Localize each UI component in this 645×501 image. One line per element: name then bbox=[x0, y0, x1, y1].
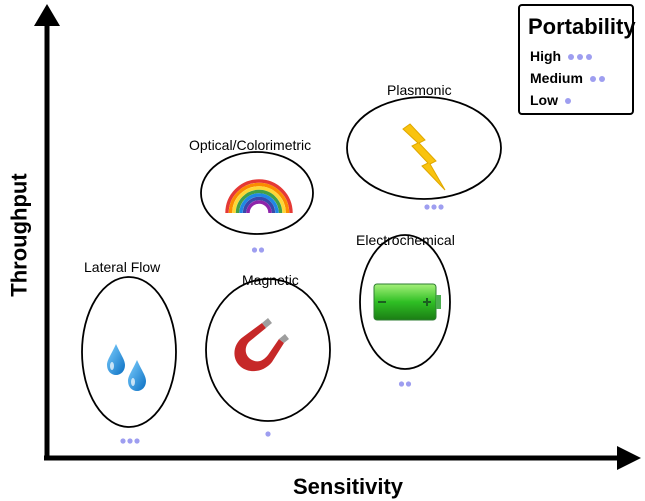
legend-dots bbox=[565, 48, 592, 64]
lateral-flow-portability-dot bbox=[127, 438, 133, 444]
portability-dot bbox=[577, 54, 583, 61]
electrochemical-portability-dot bbox=[405, 381, 412, 387]
legend-item-label: Medium bbox=[530, 70, 583, 86]
portability-dot bbox=[568, 54, 574, 61]
x-axis-arrowhead bbox=[617, 446, 641, 470]
y-axis-label: Throughput bbox=[6, 173, 32, 297]
plasmonic-label: Plasmonic bbox=[387, 82, 452, 98]
plasmonic-portability-dot bbox=[438, 204, 444, 210]
legend-title: Portability bbox=[528, 14, 636, 39]
legend-item-label: Low bbox=[530, 92, 558, 108]
optical-portability-dot bbox=[258, 247, 265, 253]
optical-ellipse bbox=[200, 151, 314, 235]
water-drops-icon bbox=[107, 344, 146, 391]
portability-dot bbox=[589, 76, 596, 83]
magnetic-ellipse bbox=[205, 278, 331, 422]
legend-dots bbox=[562, 92, 571, 108]
legend-dots bbox=[587, 70, 605, 86]
legend-item-low: Low bbox=[530, 92, 571, 108]
optical-portability-dot bbox=[251, 247, 258, 253]
lateral-flow-portability-dot bbox=[134, 438, 140, 444]
electrochemical-portability-dot bbox=[398, 381, 405, 387]
legend-item-label: High bbox=[530, 48, 562, 64]
x-axis-label: Sensitivity bbox=[293, 474, 404, 499]
rainbow-icon bbox=[225, 179, 293, 214]
magnetic-portability-dot bbox=[265, 431, 271, 437]
magnet-icon bbox=[234, 318, 289, 372]
legend: Portability High Medium Low bbox=[518, 4, 636, 115]
portability-dot bbox=[586, 54, 592, 61]
optical-label: Optical/Colorimetric bbox=[189, 137, 312, 153]
legend-item-medium: Medium bbox=[530, 70, 605, 86]
electrochemical-label: Electrochemical bbox=[356, 232, 455, 248]
magnetic-label: Magnetic bbox=[242, 272, 299, 288]
y-axis-arrowhead bbox=[34, 4, 60, 26]
lateral-flow-portability-dot bbox=[120, 438, 126, 444]
portability-dots bbox=[120, 204, 444, 444]
electrochemical-ellipse bbox=[359, 234, 451, 370]
plasmonic-portability-dot bbox=[431, 204, 437, 210]
lateral-flow-ellipse bbox=[81, 276, 177, 428]
portability-dot bbox=[598, 76, 605, 83]
plasmonic-ellipse bbox=[346, 96, 502, 200]
battery-icon bbox=[373, 283, 441, 321]
portability-dot bbox=[564, 98, 571, 105]
legend-item-high: High bbox=[530, 48, 592, 64]
lightning-icon bbox=[402, 123, 446, 191]
lateral-flow-label: Lateral Flow bbox=[84, 259, 161, 275]
plasmonic-portability-dot bbox=[424, 204, 430, 210]
